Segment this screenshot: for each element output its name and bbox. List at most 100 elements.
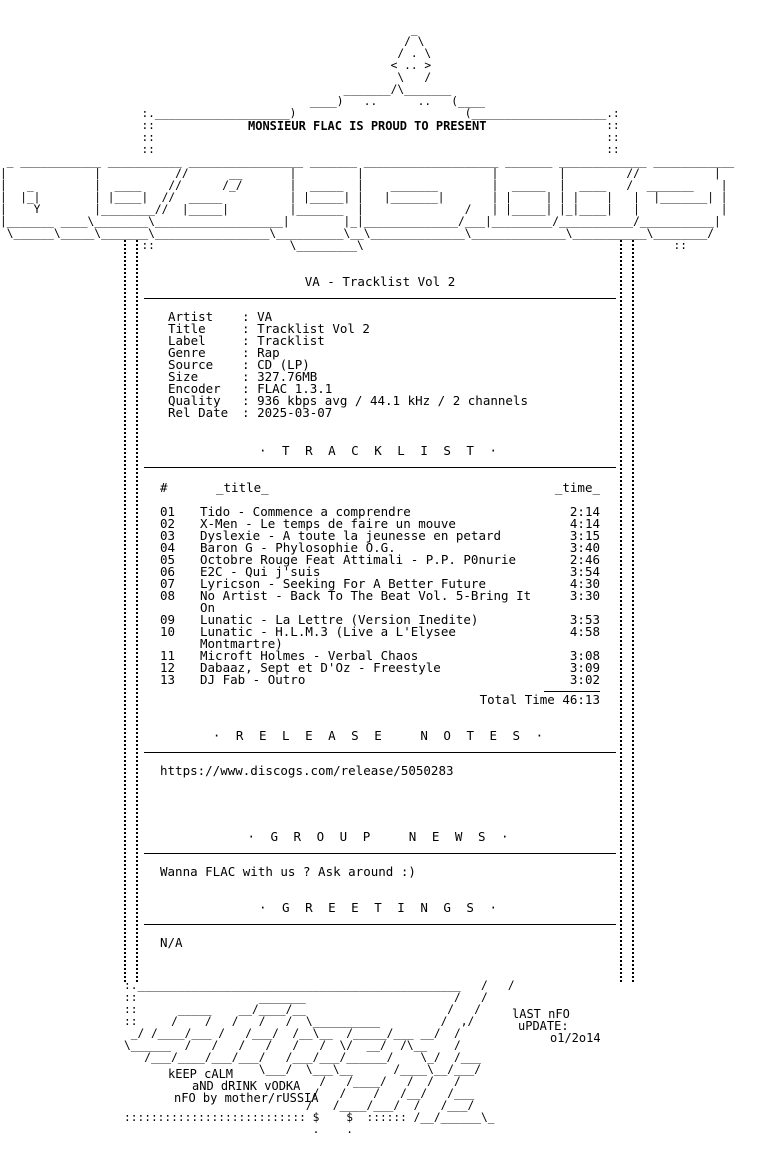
footer-update-date: o1/2o14	[550, 1031, 601, 1045]
total-time-label: Total Time	[479, 692, 555, 707]
info-row: Encoder: FLAC 1.3.1	[168, 381, 616, 396]
track-number: 12	[160, 660, 176, 675]
info-key: Encoder	[168, 381, 221, 396]
info-value: FLAC 1.3.1	[257, 381, 333, 396]
info-key: Source	[168, 357, 214, 372]
track-time: 3:54	[569, 564, 600, 579]
track-time: 2:14	[569, 504, 600, 519]
track-number: 11	[160, 648, 176, 663]
tracklist-section-title: · T R A C K L I S T ·	[258, 443, 502, 458]
track-title: Tido - Commence a comprendre	[200, 504, 411, 519]
info-separator: :	[242, 321, 258, 336]
info-key: Label	[168, 333, 206, 348]
track-row: 01 Tido - Commence a comprendre 2:14	[160, 504, 600, 519]
track-time: 3:53	[569, 612, 600, 627]
track-title: Lyricson - Seeking For A Better Future	[200, 576, 486, 591]
total-time-value: 46:13	[562, 692, 600, 707]
info-key: Artist	[168, 309, 214, 324]
col-num-header: #	[160, 480, 168, 495]
info-row: Label: Tracklist	[168, 333, 616, 348]
track-number: 01	[160, 504, 176, 519]
track-row: 10 Lunatic - H.L.M.3 (Live a L'Elysee Mon…	[160, 624, 600, 651]
track-time: 3:30	[569, 588, 600, 603]
divider	[144, 467, 616, 468]
divider	[144, 853, 616, 854]
track-title: Baron G - Phylosophie O.G.	[200, 540, 396, 555]
info-key: Genre	[168, 345, 206, 360]
track-time: 4:14	[569, 516, 600, 531]
info-row: Artist: VA	[168, 309, 616, 324]
info-row: Title: Tracklist Vol 2	[168, 321, 616, 336]
footer-ascii-art: :.______________________________________…	[124, 979, 515, 1136]
track-row: 13 DJ Fab - Outro 3:02	[160, 672, 600, 687]
track-time: 2:46	[569, 552, 600, 567]
footer-keep-calm: kEEP cALM	[168, 1067, 234, 1081]
info-row: Source: CD (LP)	[168, 357, 616, 372]
total-time-row: Total Time 46:13	[144, 692, 600, 707]
info-separator: :	[242, 333, 258, 348]
track-number: 07	[160, 576, 176, 591]
info-key: Title	[168, 321, 206, 336]
track-number: 03	[160, 528, 176, 543]
track-title: X-Men - Le temps de faire un mouve	[200, 516, 456, 531]
group-news-text: Wanna FLAC with us ? Ask around :)	[160, 864, 416, 879]
info-key: Quality	[168, 393, 221, 408]
track-title: Lunatic - H.L.M.3 (Live a L'Elysee Montm…	[200, 624, 456, 651]
info-row: Genre: Rap	[168, 345, 616, 360]
track-title: DJ Fab - Outro	[200, 672, 306, 687]
greetings-text: N/A	[160, 935, 183, 950]
info-separator: :	[242, 309, 258, 324]
header-presenter: MONSIEUR FLAC IS PROUD TO PRESENT	[248, 119, 487, 133]
track-number: 13	[160, 672, 176, 687]
footer-nfo-by: nFO by mother/rUSSIA	[174, 1091, 319, 1105]
footer-update: uPDATE:	[518, 1019, 569, 1033]
release-notes-section-title: · R E L E A S E N O T E S ·	[212, 728, 548, 743]
footer-drink-vodka: aND dRINK vODKA	[192, 1079, 301, 1093]
info-value: Rap	[257, 345, 280, 360]
group-news-section-title: · G R O U P N E W S ·	[247, 829, 513, 844]
greetings-section-title: · G R E E T I N G S ·	[258, 900, 502, 915]
info-separator: :	[242, 369, 258, 384]
tracklist-header: # _title_ _time_	[160, 480, 616, 495]
divider	[144, 924, 616, 925]
info-row: Quality: 936 kbps avg / 44.1 kHz / 2 cha…	[168, 393, 616, 408]
track-number: 05	[160, 552, 176, 567]
track-time: 4:58	[569, 624, 600, 639]
track-title: Octobre Rouge Feat Attimali - P.P. P0nur…	[200, 552, 517, 567]
info-value: 936 kbps avg / 44.1 kHz / 2 channels	[257, 393, 528, 408]
track-title: Lunatic - La Lettre (Version Inedite)	[200, 612, 479, 627]
info-separator: :	[242, 393, 258, 408]
divider	[144, 298, 616, 299]
track-number: 08	[160, 588, 176, 603]
col-time-header: _time_	[554, 480, 600, 495]
track-time: 3:08	[569, 648, 600, 663]
spacer	[555, 694, 563, 706]
track-title: E2C - Qui j'suis	[200, 564, 321, 579]
track-title: Microft Holmes - Verbal Chaos	[200, 648, 419, 663]
info-value: 327.76MB	[257, 369, 318, 384]
track-number: 02	[160, 516, 176, 531]
info-value: Tracklist	[257, 333, 325, 348]
track-row: 11 Microft Holmes - Verbal Chaos 3:08	[160, 648, 600, 663]
divider	[144, 752, 616, 753]
col-title-header: _title_	[216, 480, 269, 495]
track-time: 3:02	[569, 672, 600, 687]
info-separator: :	[242, 405, 258, 420]
release-notes-text: https://www.discogs.com/release/5050283	[160, 763, 454, 778]
track-title: Dabaaz, Sept et D'Oz - Freestyle	[200, 660, 441, 675]
info-separator: :	[242, 357, 258, 372]
track-time: 3:09	[569, 660, 600, 675]
info-key: Size	[168, 369, 199, 384]
track-row: 12 Dabaaz, Sept et D'Oz - Freestyle 3:09	[160, 660, 600, 675]
track-time: 4:30	[569, 576, 600, 591]
info-value: 2025-03-07	[257, 405, 333, 420]
track-number: 10	[160, 624, 176, 639]
info-key: Rel Date	[168, 405, 229, 420]
info-row: Rel Date: 2025-03-07	[168, 405, 616, 420]
